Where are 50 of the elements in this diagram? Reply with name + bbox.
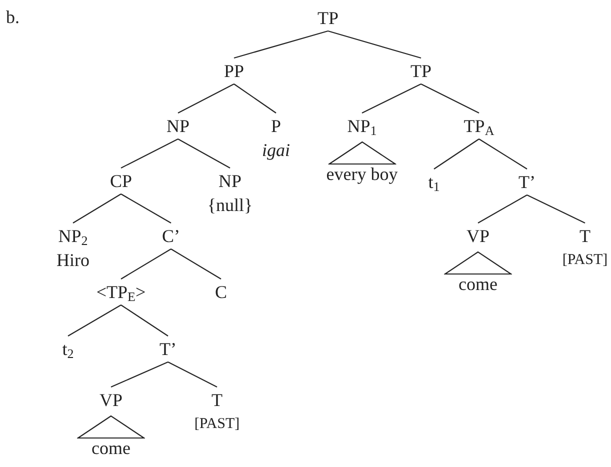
tree-branch	[478, 138, 528, 170]
tree-branch	[72, 194, 122, 224]
tree-branch	[120, 194, 172, 224]
tree-branch	[110, 362, 168, 388]
category-label: t$_{1}$	[428, 171, 440, 193]
example-label: b.	[6, 6, 20, 28]
category-label: T	[212, 389, 222, 411]
word-label: come	[458, 273, 498, 295]
tree-branch	[526, 194, 586, 224]
category-label: TP$_{A}$	[464, 115, 494, 137]
word-label: Hiro	[56, 249, 90, 271]
category-label: C	[215, 281, 227, 303]
category-label: NP	[166, 115, 190, 137]
tree-branch	[478, 194, 528, 224]
tree-branch	[178, 138, 230, 168]
tree-branch	[234, 84, 276, 114]
tree-branch	[434, 138, 480, 170]
category-label: T’	[160, 338, 176, 360]
category-label: CP	[110, 170, 132, 192]
category-label: P	[271, 115, 281, 137]
word-label: [PAST]	[194, 415, 240, 434]
category-label: t$_{2}$	[62, 338, 74, 360]
tree-branch	[328, 30, 422, 59]
word-label: every boy	[326, 163, 398, 185]
tree-branch	[362, 84, 422, 114]
tree-branch	[178, 84, 234, 114]
category-label: PP	[224, 60, 244, 82]
category-label: C’	[162, 225, 180, 247]
category-label: VP	[466, 225, 490, 247]
category-label: T’	[518, 171, 536, 193]
tree-branch	[68, 304, 122, 336]
tree-branch	[420, 84, 480, 114]
category-label: NP	[218, 170, 242, 192]
category-label: NP$_{1}$	[347, 115, 377, 137]
category-label: TP	[410, 60, 432, 82]
tree-branch	[170, 248, 222, 280]
category-label: VP	[99, 389, 122, 411]
tree-branch	[234, 30, 328, 59]
word-label: [PAST]	[562, 251, 608, 270]
tree-branch	[120, 248, 172, 280]
category-label: NP$_{2}$	[58, 225, 88, 247]
word-label: igai	[262, 139, 290, 161]
category-label: T	[580, 225, 590, 247]
category-label: <TP$_{E}$>	[96, 281, 146, 303]
word-label: come	[92, 437, 130, 459]
tree-branch	[120, 138, 178, 168]
tree-branch	[168, 362, 218, 388]
word-label: {null}	[207, 194, 253, 216]
tree-branch	[120, 304, 168, 336]
category-label: TP	[318, 7, 338, 29]
